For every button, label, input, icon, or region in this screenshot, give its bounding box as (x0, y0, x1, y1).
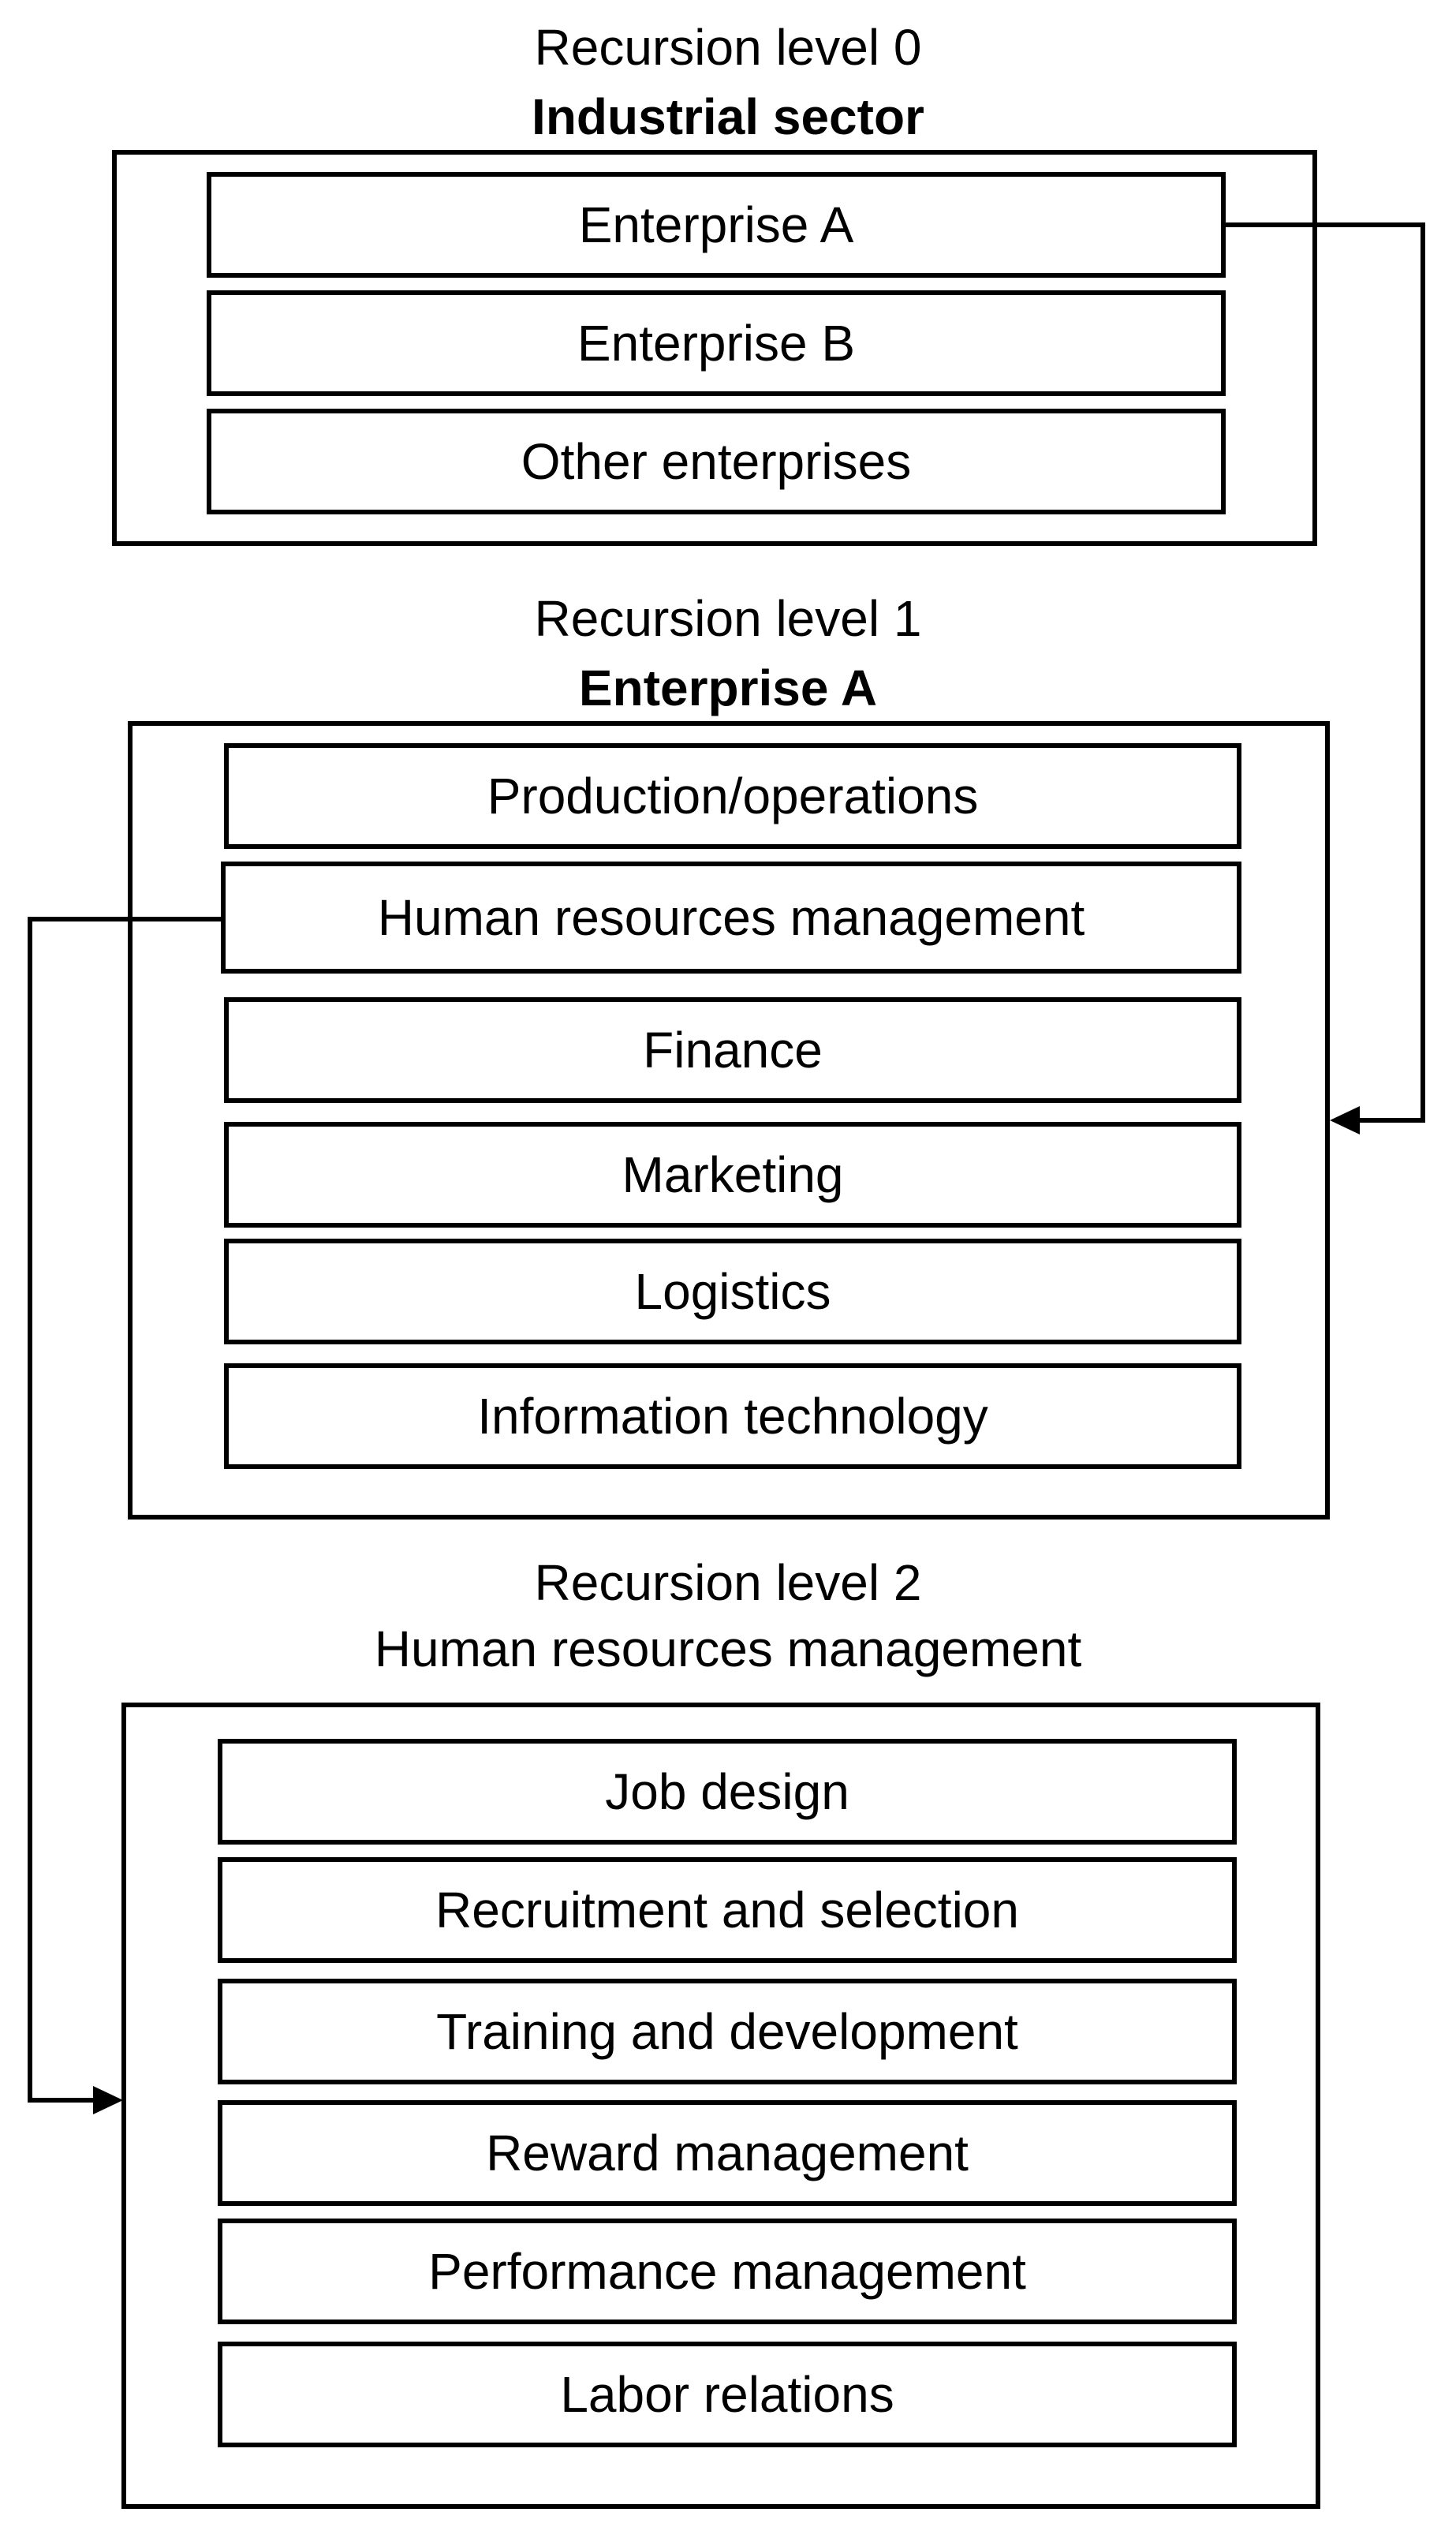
level1-caption: Recursion level 1 (534, 590, 922, 647)
training-development-box: Training and development (218, 1979, 1237, 2084)
hr-management-arrowhead (93, 2086, 123, 2114)
enterprise-a-arrowhead (1330, 1106, 1360, 1135)
level1-title: Enterprise A (578, 660, 878, 716)
marketing-box: Marketing (224, 1122, 1241, 1228)
enterprise-b-box: Enterprise B (207, 290, 1226, 396)
level0-title: Industrial sector (532, 88, 924, 145)
finance-box: Finance (224, 997, 1241, 1103)
information-technology-box: Information technology (224, 1363, 1241, 1469)
enterprise-a-box: Enterprise A (207, 172, 1226, 278)
production-operations-box: Production/operations (224, 743, 1241, 849)
human-resources-management-box: Human resources management (221, 862, 1241, 974)
reward-management-box: Reward management (218, 2100, 1237, 2206)
job-design-box: Job design (218, 1739, 1237, 1845)
labor-relations-box: Labor relations (218, 2342, 1237, 2447)
performance-management-box: Performance management (218, 2219, 1237, 2324)
level0-caption: Recursion level 0 (534, 19, 922, 76)
enterprise-a-connector (1226, 222, 1425, 1123)
level2-caption: Recursion level 2 (534, 1554, 922, 1611)
other-enterprises-box: Other enterprises (207, 409, 1226, 514)
recruitment-selection-box: Recruitment and selection (218, 1857, 1237, 1963)
hr-management-connector (28, 917, 221, 2103)
level2-title: Human resources management (374, 1620, 1082, 1677)
logistics-box: Logistics (224, 1239, 1241, 1344)
